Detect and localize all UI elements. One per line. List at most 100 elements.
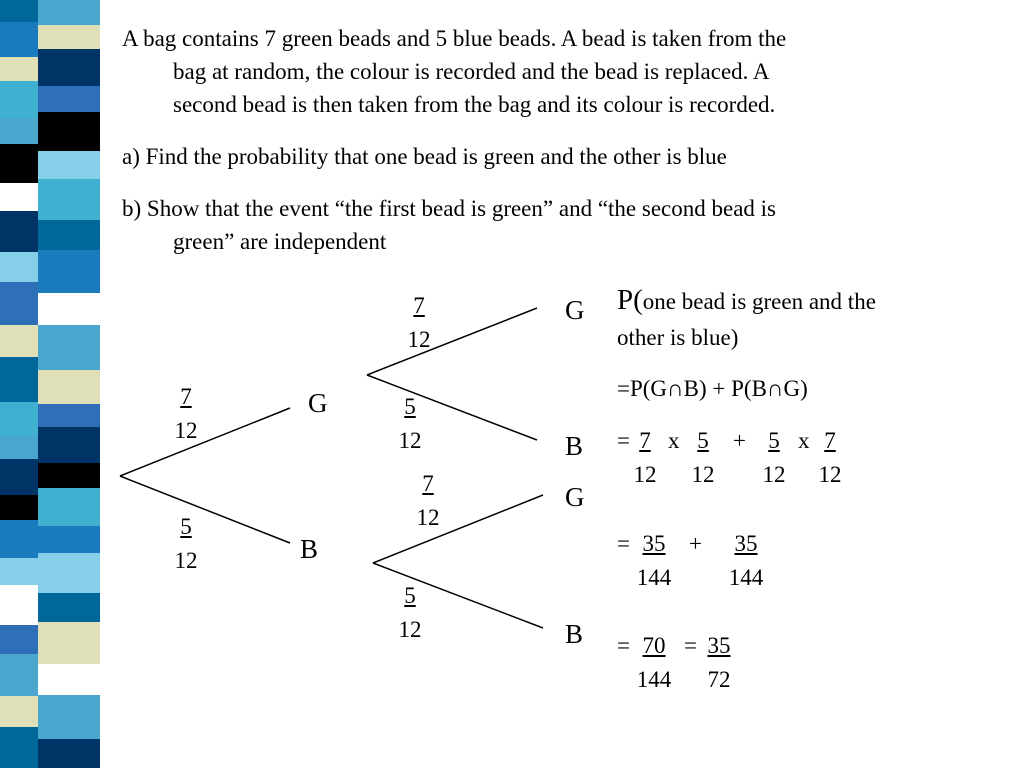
green-then-blue-label: B (565, 431, 584, 461)
fraction-denominator: 144 (728, 565, 764, 590)
stripe-block (0, 696, 38, 727)
fraction-numerator: 7 (413, 293, 425, 318)
fraction-denominator: 12 (398, 617, 422, 642)
fraction-denominator: 12 (691, 462, 715, 487)
fraction-numerator: 5 (404, 394, 416, 419)
fraction-denominator: 144 (636, 667, 672, 692)
question-intro-line-3: second bead is then taken from the bag a… (173, 92, 776, 117)
fraction-numerator: 5 (768, 428, 780, 453)
green-then-blue-probability: 5 12 (390, 390, 430, 458)
line2-fraction-2: 5 12 (688, 424, 718, 492)
blue-then-green-label: G (565, 482, 585, 512)
stripe-block (38, 112, 100, 151)
stripe-block (0, 325, 38, 357)
fraction-denominator: 12 (398, 428, 422, 453)
line2-fraction-4: 7 12 (815, 424, 845, 492)
multiply-sign: x (668, 428, 680, 453)
working-heading-line-2: other is blue) (617, 325, 739, 350)
question-intro-line-1: A bag contains 7 green beads and 5 blue … (122, 26, 787, 51)
stripe-block (38, 370, 100, 404)
stripe-block (38, 593, 100, 622)
line4-fraction-2: 35 72 (703, 629, 735, 697)
line4-fraction-1: 70 144 (630, 629, 678, 697)
plus-sign: + (733, 428, 746, 453)
branch-blue-to-green (372, 494, 544, 564)
blue-then-blue-probability: 5 12 (390, 579, 430, 647)
stripe-block (38, 553, 100, 593)
stripe-block (38, 0, 100, 25)
stripe-block (0, 22, 38, 57)
stripe-block (0, 81, 38, 118)
fraction-numerator: 5 (697, 428, 709, 453)
first-blue-label: B (300, 534, 319, 564)
stripe-block (38, 220, 100, 250)
branch-green-to-green (366, 307, 538, 376)
green-then-green-label: G (565, 295, 585, 325)
fraction-denominator: 12 (416, 505, 440, 530)
stripe-block (0, 625, 38, 654)
stripe-block (38, 179, 100, 220)
branch-root-to-green (119, 407, 291, 477)
working-heading-line-1: P(one bead is green and the (617, 284, 876, 318)
stripe-block (0, 654, 38, 696)
stripe-block (0, 558, 38, 585)
equals-sign: = (684, 633, 697, 658)
fraction-numerator: 7 (180, 384, 192, 409)
question-part-b-line-1: b) Show that the event “the first bead i… (122, 196, 776, 221)
question-intro-line-2: bag at random, the colour is recorded an… (173, 59, 770, 84)
first-green-label: G (308, 388, 328, 418)
stripe-block (0, 402, 38, 436)
stripe-block (0, 0, 38, 22)
fraction-denominator: 12 (174, 548, 198, 573)
stripe-block (38, 86, 100, 112)
line3-fraction-1: 35 144 (630, 527, 678, 595)
line2-fraction-1: 7 12 (630, 424, 660, 492)
plus-sign: + (689, 531, 702, 556)
branch-blue-to-blue (372, 562, 544, 629)
branch-root-to-blue (119, 475, 291, 544)
blue-then-blue-label: B (565, 619, 584, 649)
stripe-block (0, 282, 38, 325)
fraction-denominator: 12 (407, 327, 431, 352)
green-then-green-probability: 7 12 (399, 289, 439, 357)
stripe-block (38, 622, 100, 664)
question-part-b-line-2: green” are independent (173, 229, 387, 254)
fraction-numerator: 7 (824, 428, 836, 453)
first-blue-probability: 5 12 (166, 510, 206, 578)
working-line-events: =P(G∩B) + P(B∩G) (617, 376, 808, 401)
stripe-block (0, 727, 38, 768)
stripe-block (38, 739, 100, 768)
working-line-4-equals: = (617, 633, 630, 658)
stripe-block (0, 144, 38, 183)
first-green-probability: 7 12 (166, 380, 206, 448)
stripe-block (38, 151, 100, 179)
stripe-block (0, 357, 38, 402)
stripe-block (0, 436, 38, 459)
fraction-denominator: 144 (636, 565, 672, 590)
fraction-numerator: 35 (734, 531, 758, 556)
fraction-denominator: 12 (818, 462, 842, 487)
stripe-block (38, 463, 100, 488)
branch-green-to-blue (366, 374, 538, 441)
working-line-3-equals: = (617, 531, 630, 556)
working-line-2-equals: = (617, 428, 630, 453)
fraction-numerator: 35 (707, 633, 731, 658)
stripe-block (38, 25, 100, 49)
decorative-stripe (0, 0, 118, 768)
fraction-numerator: 7 (639, 428, 651, 453)
stripe-block (38, 526, 100, 553)
line2-fraction-3: 5 12 (759, 424, 789, 492)
stripe-block (0, 495, 38, 520)
stripe-edge (100, 0, 118, 768)
stripe-block (0, 252, 38, 282)
stripe-block (0, 118, 38, 144)
stripe-block (38, 49, 100, 86)
fraction-numerator: 5 (180, 514, 192, 539)
fraction-denominator: 12 (174, 418, 198, 443)
stripe-block (38, 293, 100, 325)
stripe-block (38, 325, 100, 370)
stripe-block (0, 585, 38, 625)
question-part-a: a) Find the probability that one bead is… (122, 144, 727, 169)
stripe-block (38, 695, 100, 739)
